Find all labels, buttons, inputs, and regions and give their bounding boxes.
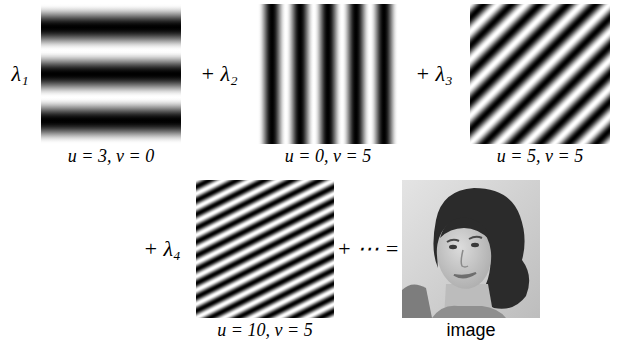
coefficient-term: + ⋯ = [337, 236, 400, 262]
brow [469, 237, 482, 239]
grating-image [470, 4, 610, 144]
image-caption: u = 0, v = 5 [285, 146, 371, 166]
coefficient-term: + λ₂ [200, 61, 238, 87]
eye [471, 243, 479, 247]
brow [447, 240, 459, 242]
grating-pattern [196, 180, 334, 318]
basis-image: u = 5, v = 5 [470, 4, 610, 168]
grating-image [258, 4, 398, 144]
coefficient-term: + λ₃ [415, 61, 453, 87]
image-caption: u = 10, v = 5 [217, 320, 312, 340]
portrait-image [402, 180, 540, 318]
photo-background [402, 180, 540, 318]
grating-image [41, 4, 181, 144]
coefficient-term: λ₁ [11, 61, 28, 87]
basis-image: u = 3, v = 0 [41, 4, 181, 168]
face [432, 216, 495, 293]
shoulders [432, 306, 506, 318]
basis-image: u = 0, v = 5 [258, 4, 398, 168]
image-caption: image [446, 320, 495, 340]
basis-image: u = 10, v = 5 [196, 180, 334, 342]
nose [461, 250, 468, 267]
image-caption: u = 3, v = 0 [68, 146, 154, 166]
coefficient-term: + λ₄ [143, 236, 181, 262]
eye [449, 245, 457, 249]
grating-pattern [41, 4, 181, 144]
background-shoulder [402, 284, 432, 318]
image-caption: u = 5, v = 5 [497, 146, 583, 166]
portrait-frame: image [402, 180, 540, 342]
grating-pattern [470, 4, 610, 144]
fringe [440, 218, 490, 240]
lips [454, 273, 476, 278]
grating-pattern [258, 4, 398, 144]
grating-image [196, 180, 334, 318]
